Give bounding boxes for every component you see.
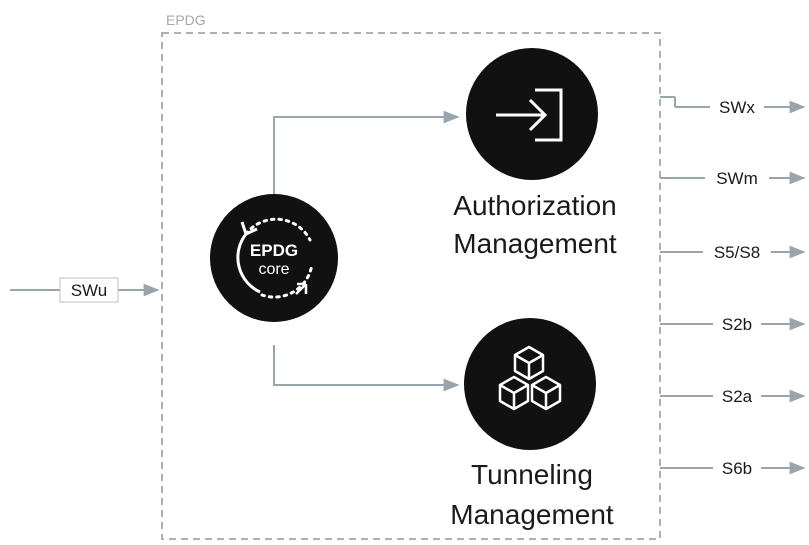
tunneling-label-line1: Tunneling [471, 459, 593, 490]
authorization-label-line2: Management [453, 228, 617, 259]
interface-label-s5-s8: S5/S8 [714, 243, 760, 262]
core-label-line2: core [258, 261, 289, 278]
boundary-label: EPDG [166, 12, 206, 28]
input-interface-swu: SWu [10, 277, 160, 303]
interface-label-s2a: S2a [722, 387, 753, 406]
epdg-boundary [161, 32, 661, 540]
cubes-icon [498, 345, 562, 411]
authorization-label-line1: Authorization [453, 190, 616, 221]
swu-label: SWu [71, 281, 108, 300]
tunneling-label-line2: Management [450, 499, 614, 530]
interface-label-s2b: S2b [722, 315, 752, 334]
output-interfaces: SWx SWm S5/S8 S2b S2a S6b [660, 95, 806, 480]
interface-label-s6b: S6b [722, 459, 752, 478]
interface-label-swx: SWx [719, 98, 755, 117]
tunneling-node [464, 318, 596, 450]
connector-core-to-tunneling [273, 345, 460, 392]
connector-core-to-authorization [273, 110, 460, 220]
epdg-core-node: EPDG core [210, 194, 338, 322]
sign-in-arrow-icon [496, 88, 563, 142]
core-label-line1: EPDG [250, 241, 298, 260]
interface-label-swm: SWm [716, 169, 758, 188]
authorization-node [466, 48, 598, 180]
refresh-cycle-icon [236, 217, 314, 299]
